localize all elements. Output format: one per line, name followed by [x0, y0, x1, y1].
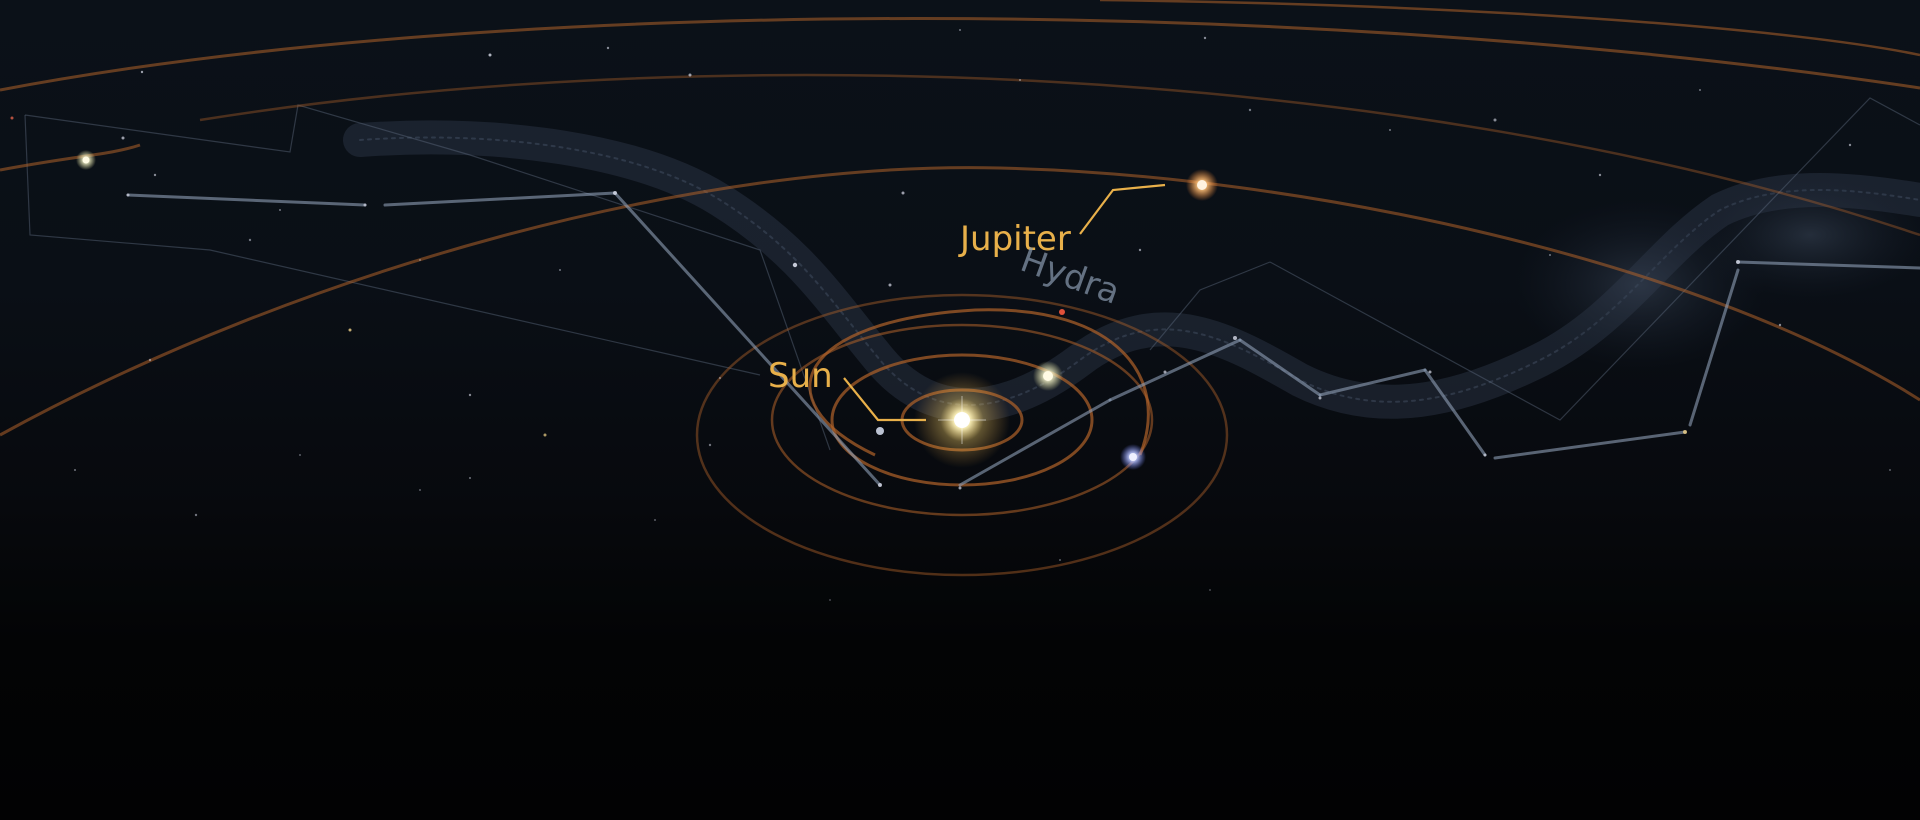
- mars-icon[interactable]: [1059, 309, 1065, 315]
- venus-icon[interactable]: [1033, 361, 1063, 391]
- sun-leader-line: [843, 377, 926, 422]
- constellation-boundaries: [24, 97, 1920, 451]
- earth-icon[interactable]: [1120, 444, 1146, 470]
- label-leader-lines: [843, 183, 1166, 422]
- constellation-lines: [126, 191, 1920, 487]
- mercury-icon[interactable]: [876, 427, 884, 435]
- sun-label[interactable]: Sun: [768, 356, 833, 396]
- jupiter-label[interactable]: Jupiter: [960, 219, 1071, 259]
- background-stars: [10, 29, 1891, 601]
- jupiter-icon[interactable]: [1186, 169, 1218, 201]
- planet-icon[interactable]: [76, 150, 96, 170]
- outer-orbits: [0, 0, 1920, 437]
- sun-icon[interactable]: [914, 372, 1010, 468]
- jupiter-leader-line: [1079, 183, 1166, 235]
